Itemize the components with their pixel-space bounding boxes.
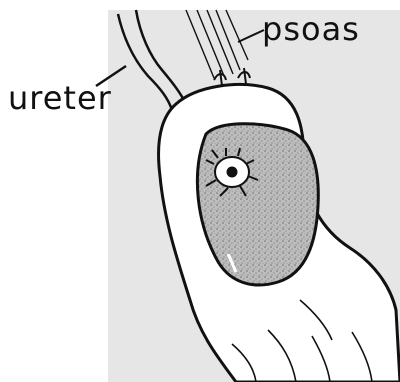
ureter-label: ureter <box>8 82 112 114</box>
psoas-label: psoas <box>262 13 360 45</box>
